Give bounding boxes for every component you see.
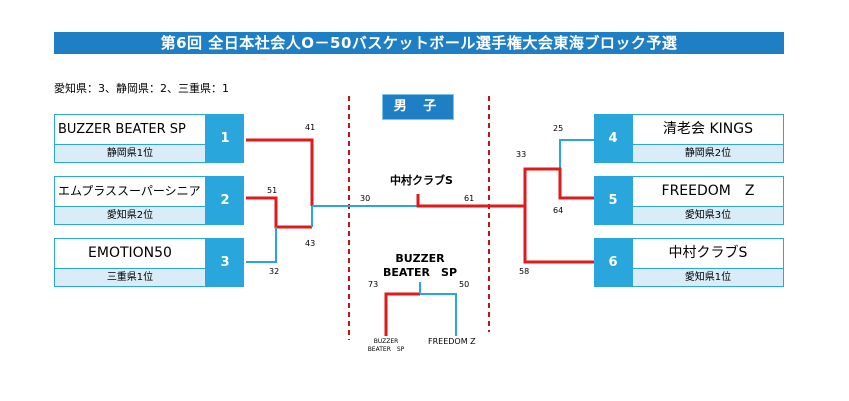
prefecture-quota: 愛知県：3、静岡県：2、三重県：1 — [54, 82, 229, 95]
team-prefecture: 愛知県3位 — [633, 207, 783, 224]
team-name: EMOTION50 — [55, 239, 205, 269]
seed-badge-1: 1 — [206, 114, 244, 163]
line-team5 — [523, 167, 594, 206]
third-place-winner: BUZZER BEATER SP — [382, 252, 458, 279]
team-card-6: 中村クラブS 愛知県1位 — [632, 238, 784, 287]
team-name: FREEDOM Z — [633, 177, 783, 207]
third-place-team-left: BUZZER BEATER SP — [367, 338, 405, 353]
champion-name: 中村クラブS — [390, 174, 453, 187]
seed-badge-6: 6 — [594, 238, 632, 287]
team-prefecture: 愛知県2位 — [55, 207, 205, 224]
team-card-1: BUZZER BEATER SP 静岡県1位 — [54, 114, 206, 163]
division-label: 男 子 — [382, 94, 454, 120]
line-3rd-left — [384, 292, 420, 336]
line-final-right — [416, 194, 525, 208]
score-label: 51 — [267, 186, 278, 195]
team-name: エムプラススーパーシニア — [55, 177, 205, 207]
tournament-title: 第6回 全日本社会人O－50バスケットボール選手権大会東海ブロック予選 — [54, 32, 784, 54]
line-3rd-right — [420, 293, 457, 336]
score-label: 25 — [553, 124, 564, 133]
line-team3 — [246, 227, 277, 263]
score-label: 58 — [519, 267, 530, 276]
line-team4 — [559, 139, 594, 169]
score-label: 73 — [368, 280, 379, 289]
score-label: 30 — [360, 194, 371, 203]
third-place-team-right: FREEDOM Z — [428, 337, 476, 346]
team-name: 清老会 KINGS — [633, 115, 783, 145]
team-card-2: エムプラススーパーシニア 愛知県2位 — [54, 176, 206, 225]
score-label: 61 — [464, 194, 475, 203]
seed-badge-5: 5 — [594, 176, 632, 225]
team-card-5: FREEDOM Z 愛知県3位 — [632, 176, 784, 225]
team-prefecture: 静岡県2位 — [633, 145, 783, 162]
team-card-3: EMOTION50 三重県1位 — [54, 238, 206, 287]
score-label: 33 — [516, 150, 527, 159]
seed-badge-2: 2 — [206, 176, 244, 225]
score-label: 41 — [305, 123, 316, 132]
team-name: BUZZER BEATER SP — [55, 115, 205, 145]
team-prefecture: 三重県1位 — [55, 269, 205, 286]
team-prefecture: 静岡県1位 — [55, 145, 205, 162]
line-team6 — [523, 206, 594, 264]
team-name: 中村クラブS — [633, 239, 783, 269]
score-label: 43 — [305, 239, 316, 248]
team-card-4: 清老会 KINGS 静岡県2位 — [632, 114, 784, 163]
score-label: 64 — [553, 206, 564, 215]
team-prefecture: 愛知県1位 — [633, 269, 783, 286]
score-label: 32 — [269, 267, 280, 276]
line-team1 — [246, 138, 314, 206]
score-label: 50 — [459, 280, 470, 289]
line-team2 — [246, 196, 312, 229]
seed-badge-4: 4 — [594, 114, 632, 163]
seed-badge-3: 3 — [206, 238, 244, 287]
